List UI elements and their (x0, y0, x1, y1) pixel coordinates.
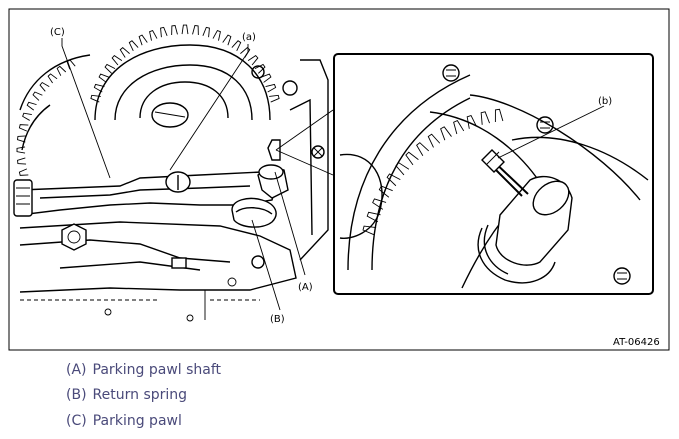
figure-frame (8, 8, 670, 351)
legend-key: (B) (66, 387, 87, 403)
callout-c: (C) (50, 27, 65, 38)
callout-a: (A) (298, 282, 313, 293)
legend-text: Parking pawl (92, 413, 182, 429)
gear-tooth (378, 185, 393, 198)
gear-tooth (56, 65, 67, 76)
gear-tooth (32, 91, 43, 101)
gear-tooth (18, 168, 29, 176)
gear-tooth (269, 94, 280, 103)
legend-text: Return spring (92, 387, 188, 403)
gear-tooth (202, 26, 210, 38)
gear-tooth (453, 120, 465, 135)
callout-a-small: (a) (242, 32, 256, 43)
gear-tooth (212, 30, 221, 41)
detail-inset (333, 53, 654, 295)
gear-tooth (93, 83, 105, 93)
legend-key: (A) (66, 362, 87, 378)
gear-tooth (17, 135, 27, 143)
gear-tooth (98, 73, 110, 83)
gear-tooth (395, 162, 410, 176)
figure-code: AT-06426 (613, 337, 660, 348)
gear-tooth (480, 111, 490, 125)
callout-b: (B) (270, 314, 285, 325)
gear-tooth (104, 63, 116, 74)
callout-b-small: (b) (598, 96, 612, 107)
gear-tooth (405, 151, 419, 166)
gear-tooth (16, 146, 26, 154)
gear-tooth (111, 54, 123, 66)
gear-tooth (265, 83, 277, 93)
gear-tooth (66, 59, 76, 70)
gear-tooth (427, 133, 441, 148)
gear-tooth (181, 24, 189, 35)
gear-tooth (386, 173, 401, 187)
legend-item-b: (B) Return spring (66, 387, 187, 403)
detail-inset-frame (333, 53, 654, 295)
legend-item-c: (C) Parking pawl (66, 413, 182, 429)
gear-tooth (18, 124, 29, 132)
technical-illustration: (C) (a) (A) (B) (b) (8, 8, 670, 351)
gear-tooth (494, 108, 504, 123)
gear-tooth (260, 73, 272, 83)
gear-tooth (90, 94, 101, 103)
gear-tooth (416, 142, 430, 156)
gear-tooth (17, 157, 27, 165)
leader-b-small (497, 105, 605, 159)
gear-tooth (372, 198, 387, 210)
gear-tooth (366, 211, 381, 223)
gear-tooth (440, 126, 452, 141)
gear-tooth (231, 40, 242, 52)
gear-tooth (171, 25, 178, 36)
leader-lines-main (61, 38, 334, 311)
gear-tooth (22, 112, 32, 121)
legend-text: Parking pawl shaft (92, 362, 222, 378)
gear-tooth (128, 40, 139, 52)
legend-item-a: (A) Parking pawl shaft (66, 362, 221, 378)
gear-tooth (222, 34, 232, 46)
gear-tooth (119, 47, 130, 58)
gear-tooth (160, 26, 168, 38)
gear-tooth (247, 54, 259, 66)
gear-tooth (47, 73, 58, 84)
gear-tooth (39, 81, 50, 92)
gear-tooth (138, 34, 148, 46)
main-assembly-drawing (13, 24, 329, 322)
legend-key: (C) (66, 413, 87, 429)
gear-tooth (149, 30, 158, 41)
gear-tooth (192, 25, 199, 36)
gear-tooth (26, 101, 37, 111)
